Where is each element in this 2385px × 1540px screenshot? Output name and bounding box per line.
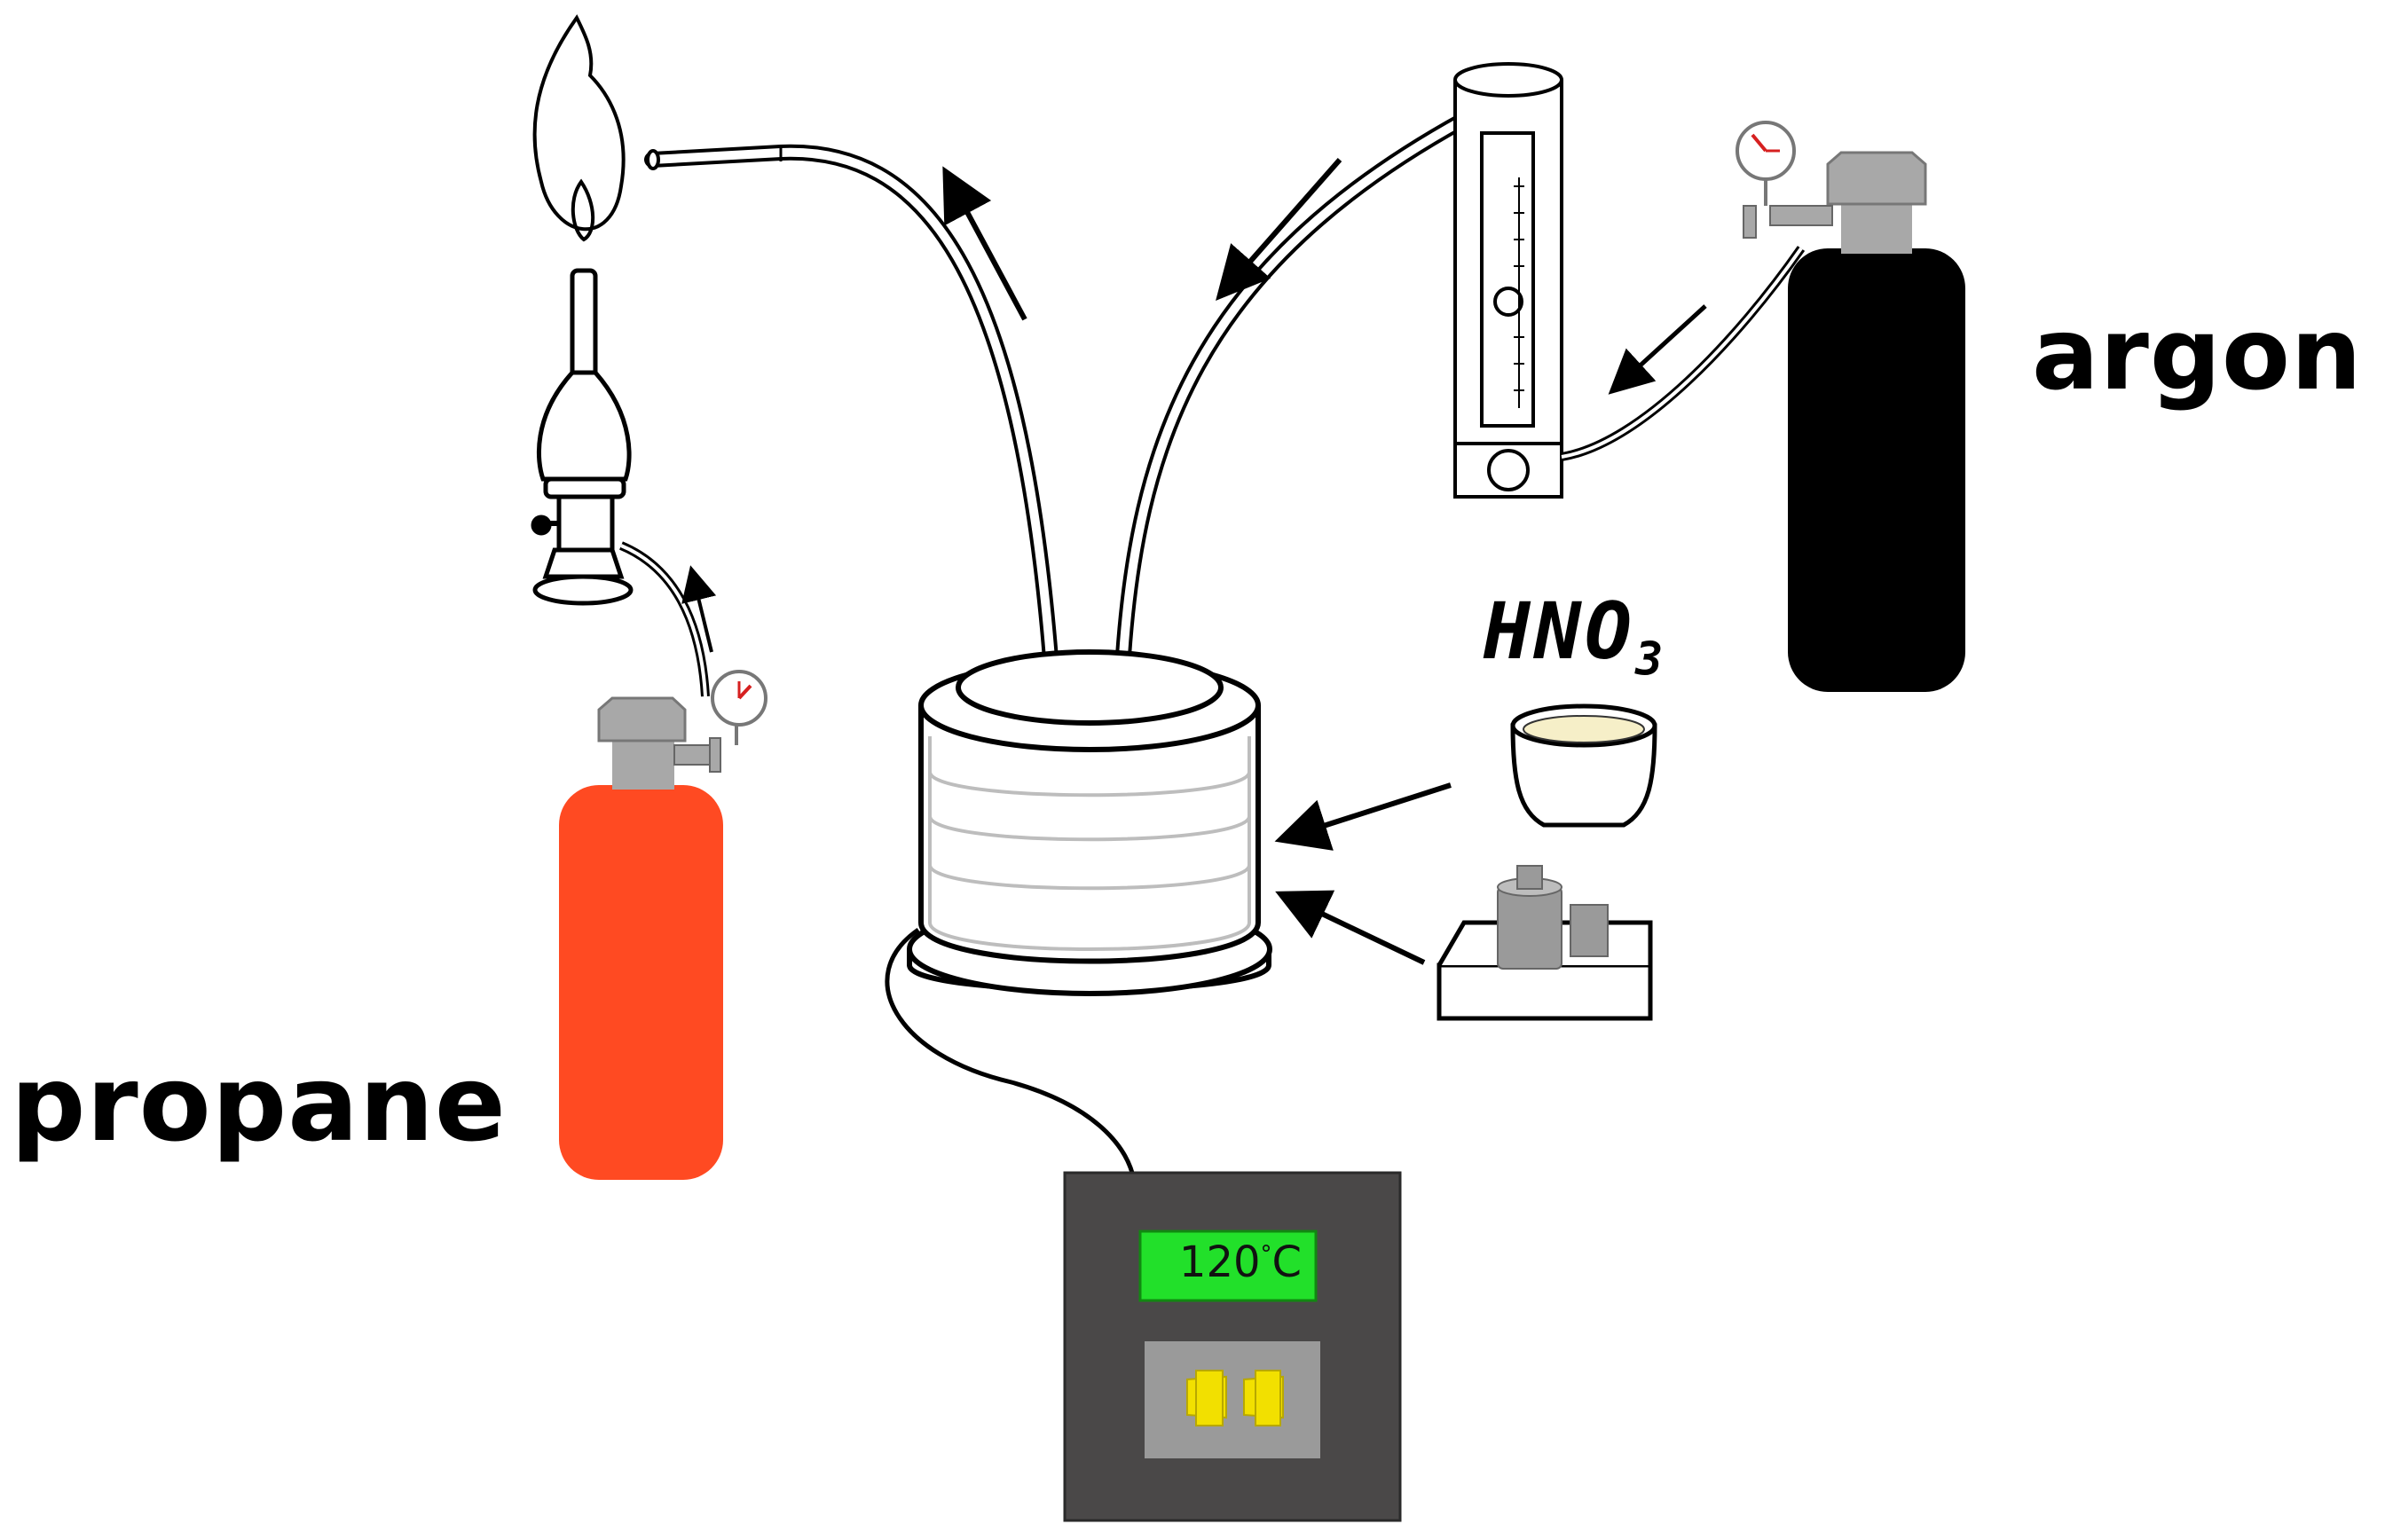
exhaust-tube xyxy=(644,144,1059,678)
temperature-degree: ° xyxy=(1260,1241,1272,1268)
switch-panel xyxy=(1145,1341,1320,1458)
flame-icon xyxy=(532,14,626,242)
argon-cylinder xyxy=(1736,121,1965,692)
propane-cylinder xyxy=(559,670,767,1180)
hno3-subscript: 3 xyxy=(1634,632,1667,687)
argon-cylinder-cap xyxy=(1826,151,1927,206)
controller-cable xyxy=(885,927,1137,1181)
pressure-gauge-icon xyxy=(1736,121,1796,181)
hno3-formula: HNO xyxy=(1484,585,1635,677)
temperature-readout: 120°C xyxy=(1169,1238,1311,1287)
argon-cylinder-neck xyxy=(1841,202,1912,254)
pressure-gauge-icon xyxy=(711,670,767,727)
arrow-hno3-to-reactor xyxy=(1274,782,1452,851)
hno3-label: HNO3 xyxy=(1484,585,1666,687)
flow-arrow-propane xyxy=(681,565,717,653)
arrow-sample-to-reactor xyxy=(1275,890,1426,965)
temperature-controller xyxy=(1063,1171,1402,1522)
argon-valve xyxy=(1743,205,1833,239)
bunsen-burner-icon xyxy=(531,268,634,606)
flow-arrow-argon xyxy=(1608,304,1707,395)
acid-liquid xyxy=(1523,715,1645,743)
temperature-value: 120 xyxy=(1178,1238,1261,1287)
rotameter-icon xyxy=(1453,62,1563,499)
propane-label: propane xyxy=(11,1042,507,1165)
argon-label: argon xyxy=(2032,297,2363,412)
flow-arrow-exhaust xyxy=(942,166,1027,321)
power-switches xyxy=(1186,1370,1284,1426)
propane-cylinder-cap xyxy=(597,696,687,742)
temperature-display xyxy=(1138,1230,1318,1302)
propane-cylinder-neck xyxy=(612,741,674,790)
flow-arrow-inlet xyxy=(1216,158,1342,302)
metal-sample-icon xyxy=(1437,865,1653,1021)
argon-inlet-tube xyxy=(1114,112,1472,678)
argon-supply-hose xyxy=(1561,246,1806,461)
propane-cylinder-body xyxy=(559,785,723,1180)
propane-valve xyxy=(673,737,721,773)
burner-hose xyxy=(619,541,710,697)
temperature-unit: C xyxy=(1271,1238,1303,1287)
reactor-vessel xyxy=(907,649,1272,996)
crucible-icon xyxy=(1510,703,1657,828)
argon-cylinder-body xyxy=(1788,248,1965,692)
reactor-lid xyxy=(956,649,1224,726)
